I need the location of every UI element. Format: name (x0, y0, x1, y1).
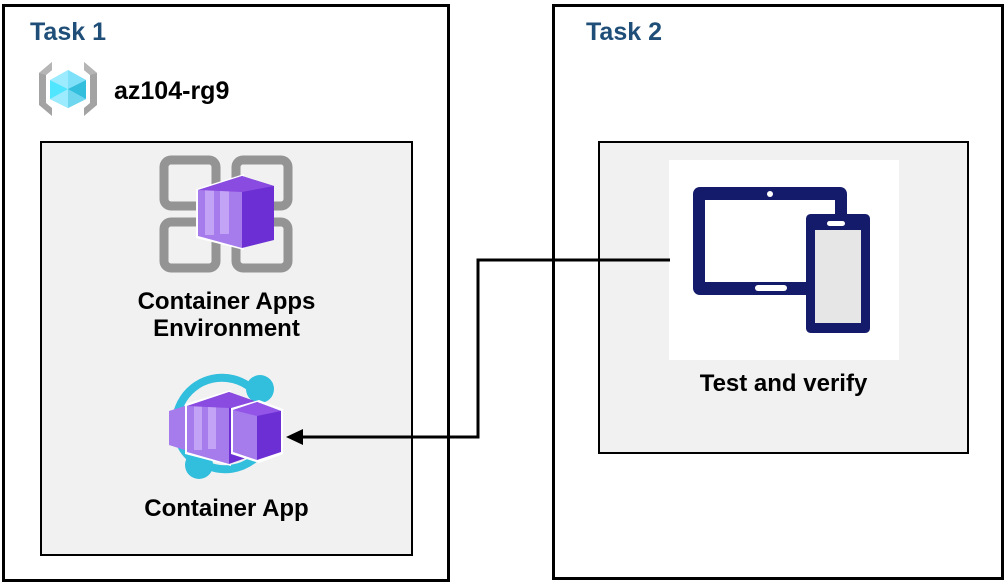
resource-group-label: az104-rg9 (114, 77, 230, 105)
container-apps-environment-label: Container Apps Environment (137, 288, 316, 343)
node-container-app: Container App (40, 368, 413, 522)
container-app-label: Container App (144, 495, 309, 522)
task-1-title: Task 1 (30, 18, 106, 46)
node-container-apps-environment: Container Apps Environment (40, 152, 413, 343)
container-app-icon (147, 368, 307, 491)
resource-group-row: az104-rg9 (36, 58, 229, 125)
test-and-verify-label: Test and verify (699, 370, 868, 397)
azure-resource-group-icon (36, 58, 100, 125)
container-apps-environment-icon (152, 152, 302, 282)
task-2-title: Task 2 (586, 18, 662, 46)
node-test-and-verify: Test and verify (598, 160, 969, 397)
test-devices-icon (668, 160, 899, 360)
